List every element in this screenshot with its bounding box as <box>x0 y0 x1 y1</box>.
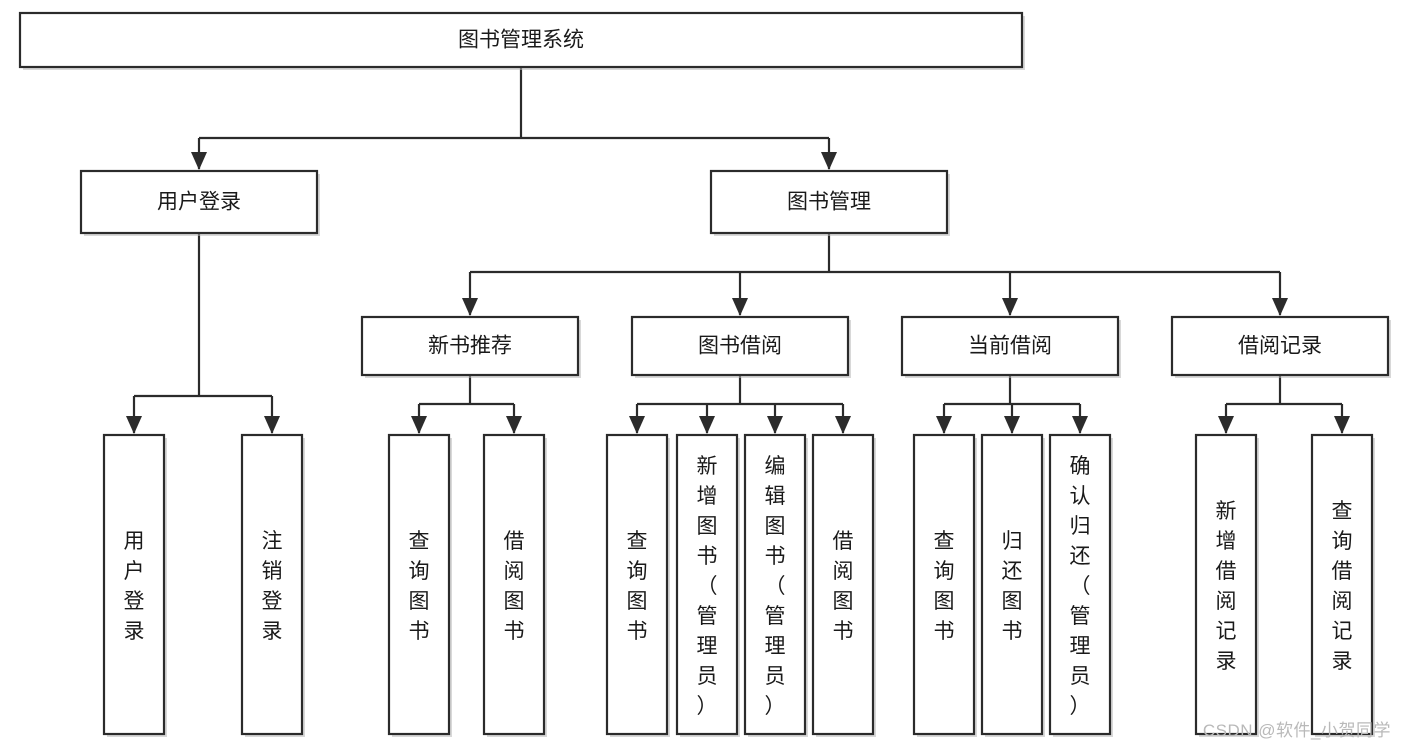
node-leaf-query-book-1[interactable]: 查询图书 <box>387 433 452 737</box>
arrow-head-icon <box>821 152 837 170</box>
node-leaf-borrow-book-1[interactable]: 借阅图书 <box>482 433 547 737</box>
arrow-head-icon <box>1334 416 1350 434</box>
node-leaf-add-book[interactable]: 新增图书（管理员） <box>675 433 740 737</box>
node-box[interactable] <box>980 433 1044 736</box>
node-book-manage[interactable]: 图书管理 <box>709 169 950 236</box>
node-current-borrow[interactable]: 当前借阅 <box>900 315 1121 378</box>
node-label: 新书推荐 <box>428 335 512 358</box>
node-box[interactable] <box>1310 433 1374 736</box>
node-label: 借阅图书 <box>833 530 854 643</box>
node-label: 用户登录 <box>157 191 241 214</box>
node-label: 注销登录 <box>262 530 283 643</box>
node-label: 查询图书 <box>627 530 648 643</box>
node-box[interactable] <box>675 433 739 736</box>
node-leaf-edit-book[interactable]: 编辑图书（管理员） <box>743 433 808 737</box>
arrow-head-icon <box>1272 298 1288 316</box>
node-label: 借阅图书 <box>504 530 525 643</box>
node-new-book-recommend[interactable]: 新书推荐 <box>360 315 581 378</box>
arrow-head-icon <box>699 416 715 434</box>
node-box[interactable] <box>387 433 451 736</box>
arrow-head-icon <box>936 416 952 434</box>
node-leaf-add-record[interactable]: 新增借阅记录 <box>1194 433 1259 737</box>
arrow-head-icon <box>1004 416 1020 434</box>
nodes-layer: 图书管理系统用户登录图书管理新书推荐图书借阅当前借阅借阅记录用户登录注销登录查询… <box>18 11 1391 737</box>
node-book-borrow[interactable]: 图书借阅 <box>630 315 851 378</box>
node-box[interactable] <box>1170 315 1390 377</box>
arrow-head-icon <box>126 416 142 434</box>
arrow-head-icon <box>1072 416 1088 434</box>
arrow-head-icon <box>1002 298 1018 316</box>
node-borrow-record[interactable]: 借阅记录 <box>1170 315 1391 378</box>
node-user-login[interactable]: 用户登录 <box>79 169 320 236</box>
node-box[interactable] <box>240 433 304 736</box>
node-leaf-return-book[interactable]: 归还图书 <box>980 433 1045 737</box>
node-leaf-query-book-3[interactable]: 查询图书 <box>912 433 977 737</box>
arrow-head-icon <box>191 152 207 170</box>
arrow-head-icon <box>767 416 783 434</box>
node-box[interactable] <box>630 315 850 377</box>
node-label: 查询图书 <box>934 530 955 643</box>
arrow-head-icon <box>264 416 280 434</box>
arrow-head-icon <box>629 416 645 434</box>
node-label: 查询图书 <box>409 530 430 643</box>
node-box[interactable] <box>900 315 1120 377</box>
node-box[interactable] <box>102 433 166 736</box>
node-leaf-borrow-book-2[interactable]: 借阅图书 <box>811 433 876 737</box>
arrow-head-icon <box>835 416 851 434</box>
node-label: 用户登录 <box>124 530 145 643</box>
node-leaf-query-record[interactable]: 查询借阅记录 <box>1310 433 1375 737</box>
node-box[interactable] <box>912 433 976 736</box>
node-label: 新增图书（管理员） <box>697 455 718 718</box>
node-label: 编辑图书（管理员） <box>765 455 786 718</box>
arrow-head-icon <box>732 298 748 316</box>
node-leaf-confirm-return[interactable]: 确认归还（管理员） <box>1048 433 1113 737</box>
node-root[interactable]: 图书管理系统 <box>18 11 1025 70</box>
node-label: 确认归还（管理员） <box>1070 455 1091 718</box>
arrow-head-icon <box>462 298 478 316</box>
arrow-head-icon <box>1218 416 1234 434</box>
node-label: 图书管理系统 <box>458 29 584 52</box>
node-label: 图书借阅 <box>698 335 782 358</box>
node-label: 图书管理 <box>787 191 871 214</box>
node-box[interactable] <box>482 433 546 736</box>
node-box[interactable] <box>605 433 669 736</box>
node-label: 借阅记录 <box>1238 335 1322 358</box>
arrow-head-icon <box>506 416 522 434</box>
node-leaf-query-book-2[interactable]: 查询图书 <box>605 433 670 737</box>
node-box[interactable] <box>79 169 319 235</box>
node-label: 归还图书 <box>1002 530 1023 643</box>
node-label: 当前借阅 <box>968 335 1052 358</box>
node-label: 查询借阅记录 <box>1332 500 1353 673</box>
node-box[interactable] <box>360 315 580 377</box>
node-box[interactable] <box>709 169 949 235</box>
arrow-head-icon <box>411 416 427 434</box>
node-box[interactable] <box>811 433 875 736</box>
node-leaf-user-login[interactable]: 用户登录 <box>102 433 167 737</box>
node-leaf-user-logout[interactable]: 注销登录 <box>240 433 305 737</box>
node-label: 新增借阅记录 <box>1216 500 1237 673</box>
node-box[interactable] <box>743 433 807 736</box>
connectors-layer <box>126 67 1350 434</box>
node-box[interactable] <box>18 11 1024 69</box>
node-box[interactable] <box>1194 433 1258 736</box>
node-box[interactable] <box>1048 433 1112 736</box>
